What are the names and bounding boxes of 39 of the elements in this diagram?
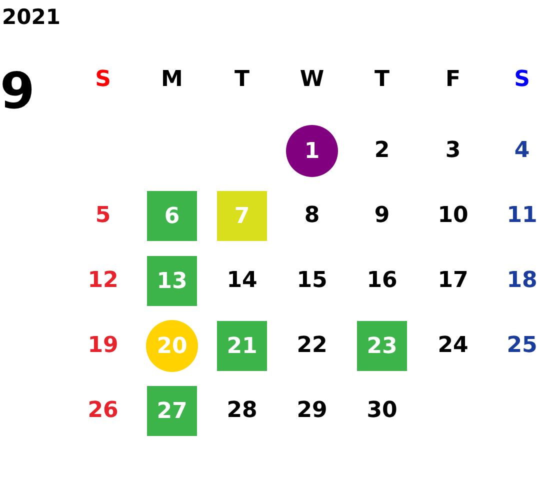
year-label: 2021 — [2, 7, 60, 28]
weekday-label: W — [300, 69, 324, 91]
highlighted-day-box: 27 — [147, 386, 197, 436]
day-number: 9 — [374, 205, 390, 227]
day-number: 28 — [226, 400, 258, 422]
day-number: 30 — [366, 400, 398, 422]
day-number: 5 — [95, 205, 111, 227]
day-number: 2 — [374, 140, 390, 162]
day-number: 19 — [88, 335, 118, 357]
highlighted-day-box: 7 — [217, 191, 267, 241]
day-number: 26 — [88, 400, 118, 422]
weekday-label: F — [445, 69, 461, 91]
day-number: 14 — [226, 270, 258, 292]
weekday-label: S — [95, 69, 111, 91]
day-number: 29 — [296, 400, 328, 422]
highlighted-day-circle: 1 — [286, 125, 338, 177]
day-number: 15 — [296, 270, 328, 292]
day-number: 24 — [438, 335, 468, 357]
highlighted-day-circle: 20 — [146, 320, 198, 372]
day-number: 16 — [366, 270, 398, 292]
weekday-label: M — [161, 69, 183, 91]
day-number: 4 — [514, 140, 530, 162]
day-number: 17 — [438, 270, 468, 292]
highlighted-day-box: 21 — [217, 321, 267, 371]
weekday-label: T — [374, 69, 390, 91]
highlighted-day-box: 23 — [357, 321, 407, 371]
highlighted-day-box: 6 — [147, 191, 197, 241]
weekday-label: T — [234, 69, 250, 91]
day-number: 8 — [304, 205, 320, 227]
day-number: 25 — [506, 335, 538, 357]
day-number: 18 — [506, 270, 538, 292]
day-number: 11 — [506, 205, 538, 227]
day-number: 10 — [438, 205, 468, 227]
month-number: 9 — [0, 66, 35, 116]
day-number: 22 — [296, 335, 328, 357]
day-number: 12 — [88, 270, 118, 292]
highlighted-day-box: 13 — [147, 256, 197, 306]
day-number: 3 — [445, 140, 461, 162]
weekday-label: S — [514, 69, 530, 91]
